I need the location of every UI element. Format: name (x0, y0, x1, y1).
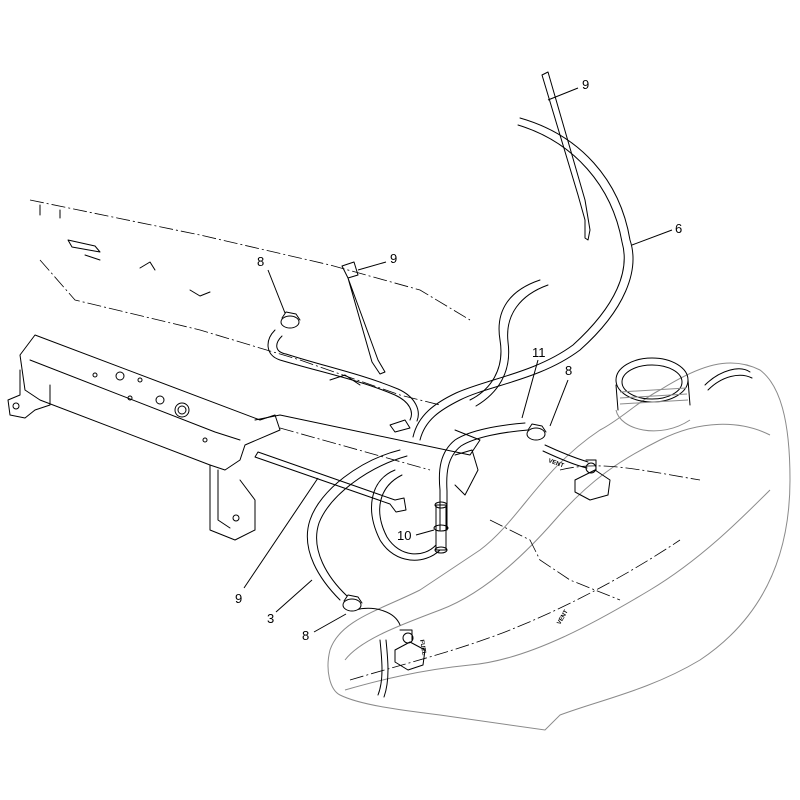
callout-8-right: 8 (565, 363, 572, 378)
vent-label-top: VENT (547, 458, 564, 469)
callout-8-left: 8 (257, 254, 264, 269)
callout-3: 3 (267, 611, 274, 626)
vent-label-side: VENT (557, 609, 570, 626)
callout-8-bottom: 8 (302, 628, 309, 643)
callout-9-mid: 9 (390, 251, 397, 266)
callout-6: 6 (675, 221, 682, 236)
hoses (267, 117, 634, 698)
callout-11: 11 (532, 345, 546, 360)
callout-9-top: 9 (582, 77, 589, 92)
callout-9-low: 9 (235, 591, 242, 606)
clamps (280, 311, 547, 612)
frame-rail (7, 199, 481, 541)
callout-10: 10 (397, 528, 411, 543)
fuel-tank: VENT FUEL VENT (327, 357, 791, 731)
callouts: 9 6 8 9 11 8 10 9 3 8 (235, 77, 682, 643)
fuel-label: FUEL (418, 639, 427, 656)
callout-leaders (243, 87, 673, 633)
cable-ties (254, 71, 591, 513)
